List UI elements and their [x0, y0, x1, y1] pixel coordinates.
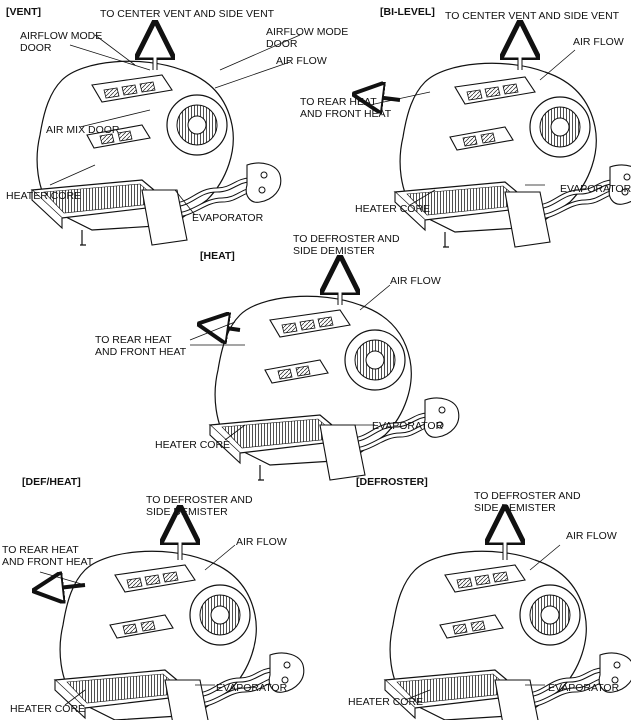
- vent-evaporator-label: EVAPORATOR: [192, 212, 264, 224]
- vent-air-flow-label: AIR FLOW: [276, 55, 327, 67]
- bilevel-heater-core-label: HEATER CORE: [355, 203, 431, 215]
- defheat-heater-core-label: HEATER CORE: [10, 703, 86, 715]
- defroster-title: [DEFROSTER]: [356, 476, 428, 488]
- defroster-air-flow-label: AIR FLOW: [566, 530, 617, 542]
- vent-top-outlet-label: TO CENTER VENT AND SIDE VENT: [100, 8, 275, 20]
- bilevel-top-outlet-label: TO CENTER VENT AND SIDE VENT: [445, 10, 620, 22]
- bilevel-title: [BI-LEVEL]: [380, 6, 435, 18]
- heat-evaporator-label: EVAPORATOR: [372, 420, 444, 432]
- heat-title: [HEAT]: [200, 250, 235, 262]
- bilevel-rear-front-label: TO REAR HEAT AND FRONT HEAT: [300, 96, 392, 120]
- vent-airflow-mode-door-left-label: AIRFLOW MODE DOOR: [20, 30, 103, 54]
- heat-heater-core-label: HEATER CORE: [155, 439, 231, 451]
- heat-top-outlet-label: TO DEFROSTER AND SIDE DEMISTER: [293, 233, 400, 257]
- heat-rear-front-label: TO REAR HEAT AND FRONT HEAT: [95, 334, 187, 358]
- vent-airflow-mode-door-right-label: AIRFLOW MODE DOOR: [266, 26, 349, 50]
- defroster-top-outlet-label: TO DEFROSTER AND SIDE DEMISTER: [474, 490, 581, 514]
- defheat-evaporator-label: EVAPORATOR: [216, 682, 288, 694]
- defheat-title: [DEF/HEAT]: [22, 476, 81, 488]
- defheat-rear-front-label: TO REAR HEAT AND FRONT HEAT: [2, 544, 94, 568]
- heat-air-flow-label: AIR FLOW: [390, 275, 441, 287]
- defroster-evaporator-label: EVAPORATOR: [548, 682, 620, 694]
- defroster-heater-core-label: HEATER CORE: [348, 696, 424, 708]
- vent-heater-core-label: HEATER CORE: [6, 190, 82, 202]
- defheat-top-outlet-label: TO DEFROSTER AND SIDE DEMISTER: [146, 494, 253, 518]
- vent-title: [VENT]: [6, 6, 41, 18]
- bilevel-air-flow-label: AIR FLOW: [573, 36, 624, 48]
- defheat-air-flow-label: AIR FLOW: [236, 536, 287, 548]
- vent-air-mix-door-label: AIR MIX DOOR: [46, 124, 120, 136]
- bilevel-evaporator-label: EVAPORATOR: [560, 183, 631, 195]
